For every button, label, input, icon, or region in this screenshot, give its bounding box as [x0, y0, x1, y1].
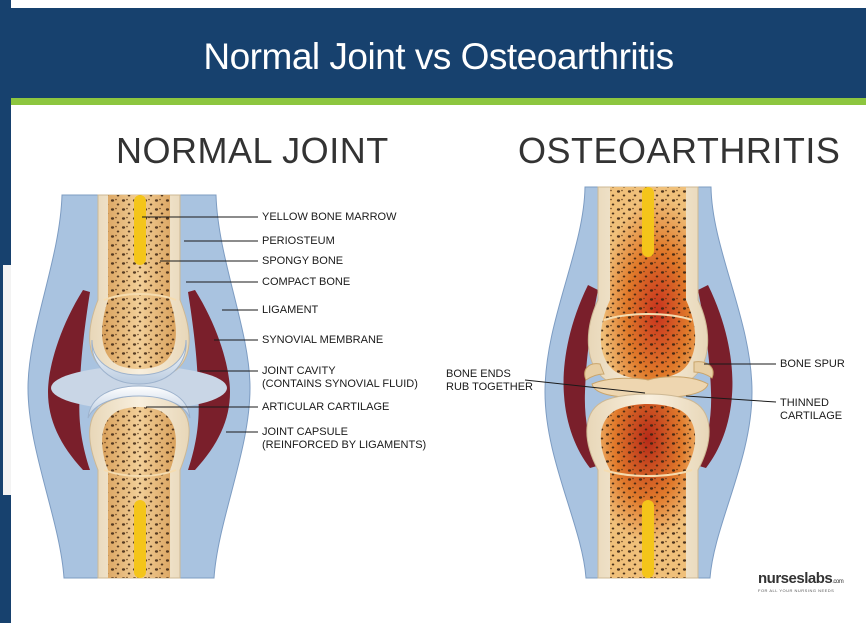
- label-ligament: LIGAMENT: [262, 304, 318, 317]
- label-joint-cavity: JOINT CAVITY: [262, 365, 336, 378]
- logo-tagline: FOR ALL YOUR NURSING NEEDS: [758, 588, 843, 593]
- label-periosteum: PERIOSTEUM: [262, 235, 335, 248]
- label-compact-bone: COMPACT BONE: [262, 276, 350, 289]
- logo-suffix: .com: [832, 579, 843, 585]
- label-synovial-membrane: SYNOVIAL MEMBRANE: [262, 334, 383, 347]
- label-joint-capsule-note: (REINFORCED BY LIGAMENTS): [262, 439, 426, 452]
- label-spongy-bone: SPONGY BONE: [262, 255, 343, 268]
- nurseslabs-logo: nurseslabs.com FOR ALL YOUR NURSING NEED…: [758, 570, 843, 593]
- oa-lower-marrow: [642, 500, 654, 578]
- label-yellow-bone-marrow: YELLOW BONE MARROW: [262, 211, 396, 224]
- osteoarthritis-diagram: [525, 187, 776, 578]
- label-bone-ends: BONE ENDS: [446, 368, 511, 381]
- label-rub-together: RUB TOGETHER: [446, 381, 533, 394]
- label-joint-capsule: JOINT CAPSULE: [262, 426, 348, 439]
- label-thinned: THINNED: [780, 397, 829, 410]
- label-bone-spur: BONE SPUR: [780, 358, 845, 371]
- label-articular-cartilage: ARTICULAR CARTILAGE: [262, 401, 389, 414]
- label-joint-cavity-note: (CONTAINS SYNOVIAL FLUID): [262, 378, 418, 391]
- normal-joint-diagram: [28, 195, 258, 578]
- normal-lower-marrow: [134, 500, 146, 578]
- label-cartilage: CARTILAGE: [780, 410, 842, 423]
- oa-upper-marrow: [642, 187, 654, 257]
- logo-name: nurseslabs: [758, 570, 832, 587]
- normal-upper-marrow: [134, 195, 146, 265]
